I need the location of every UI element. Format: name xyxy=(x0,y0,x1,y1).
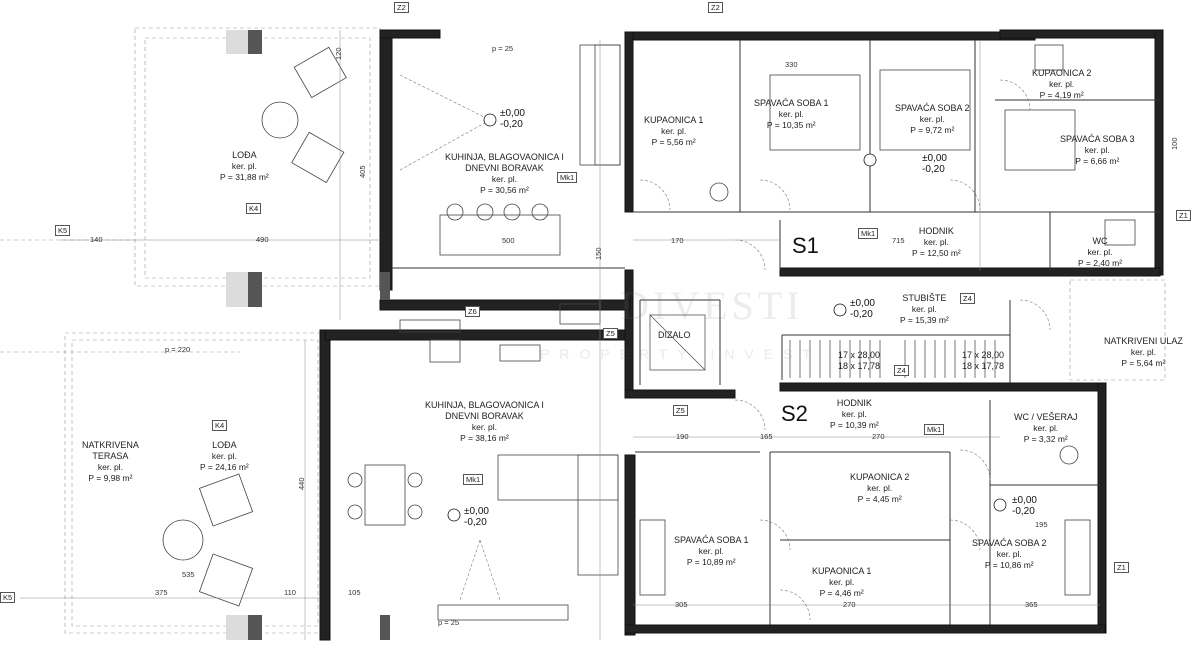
dim-140: 140 xyxy=(90,235,103,244)
tag-k5-bottom: K5 xyxy=(0,592,16,603)
level-marker-stubiste: ±0,00-0,20 xyxy=(850,298,875,320)
tag-z1-top: Z1 xyxy=(1176,210,1191,221)
unit-label-s1: S1 xyxy=(792,233,819,258)
dim-440-vertical: 440 xyxy=(297,477,306,490)
tag-mk1-hodnik-bottom: Mk1 xyxy=(924,424,945,435)
tag-z5-top: Z5 xyxy=(603,328,618,339)
furniture xyxy=(162,44,1136,621)
dim-190: 190 xyxy=(676,432,689,441)
dim-p25-bottom: p = 25 xyxy=(438,618,460,627)
dim-p25-top: p = 25 xyxy=(492,44,514,53)
tag-mk1-hodnik-top: Mk1 xyxy=(858,228,879,239)
dim-535: 535 xyxy=(182,570,195,579)
dim-170: 170 xyxy=(671,236,684,245)
level-marker-soba2-bottom: ±0,00-0,20 xyxy=(1012,495,1037,517)
dim-p220: p = 220 xyxy=(165,345,191,354)
hatched-columns xyxy=(226,30,248,640)
level-marker-kuhinja-top: ±0,00-0,20 xyxy=(500,108,525,130)
dim-365: 365 xyxy=(1025,600,1038,609)
tag-z4-stairs: Z4 xyxy=(894,365,909,376)
level-markers xyxy=(447,113,1007,522)
tag-mk1-kuhinja-top: Mk1 xyxy=(557,172,578,183)
tag-z5-bottom: Z5 xyxy=(673,405,688,416)
level-marker-soba2-top: ±0,00-0,20 xyxy=(922,153,947,175)
dim-270-top: 270 xyxy=(872,432,885,441)
dim-405-vertical: 405 xyxy=(358,165,367,178)
dim-305: 305 xyxy=(675,600,688,609)
unit-label-s2: S2 xyxy=(781,401,808,426)
columns xyxy=(248,30,390,640)
dim-375: 375 xyxy=(155,588,168,597)
tag-k4-top: K4 xyxy=(246,203,262,214)
dim-110: 110 xyxy=(284,588,296,597)
dim-150-vertical: 150 xyxy=(594,247,603,260)
tag-z6: Z6 xyxy=(465,306,480,317)
tag-z2-mid: Z2 xyxy=(708,2,723,13)
tag-k5-top: K5 xyxy=(55,225,71,236)
dim-330: 330 xyxy=(785,60,798,69)
tag-z2-left: Z2 xyxy=(394,2,409,13)
tag-z1-bottom: Z1 xyxy=(1114,562,1129,573)
watermark-subtitle: PROPERTY INVEST xyxy=(540,346,821,362)
dim-105: 105 xyxy=(348,588,361,597)
dim-490: 490 xyxy=(256,235,269,244)
dimension-lines xyxy=(20,30,1100,640)
stairs xyxy=(649,314,996,378)
tag-mk1-kuhinja-bottom: Mk1 xyxy=(463,474,484,485)
dim-165: 165 xyxy=(760,432,773,441)
dim-100-vertical: 100 xyxy=(1170,137,1179,150)
level-marker-kuhinja-bottom: ±0,00-0,20 xyxy=(464,506,489,528)
tag-z4-top: Z4 xyxy=(960,293,975,304)
dim-120-vertical: 120 xyxy=(334,47,343,60)
dim-500: 500 xyxy=(502,236,515,245)
dim-195: 195 xyxy=(1035,520,1048,529)
tag-k4-bottom: K4 xyxy=(212,420,228,431)
elevator-label: DIZALO xyxy=(658,330,691,340)
interior-walls xyxy=(392,40,1160,625)
dim-715: 715 xyxy=(892,236,905,245)
dim-270-bottom: 270 xyxy=(843,600,856,609)
watermark: DIVESTI xyxy=(620,283,804,328)
door-swings xyxy=(399,74,1051,621)
exterior-walls xyxy=(319,29,1164,641)
